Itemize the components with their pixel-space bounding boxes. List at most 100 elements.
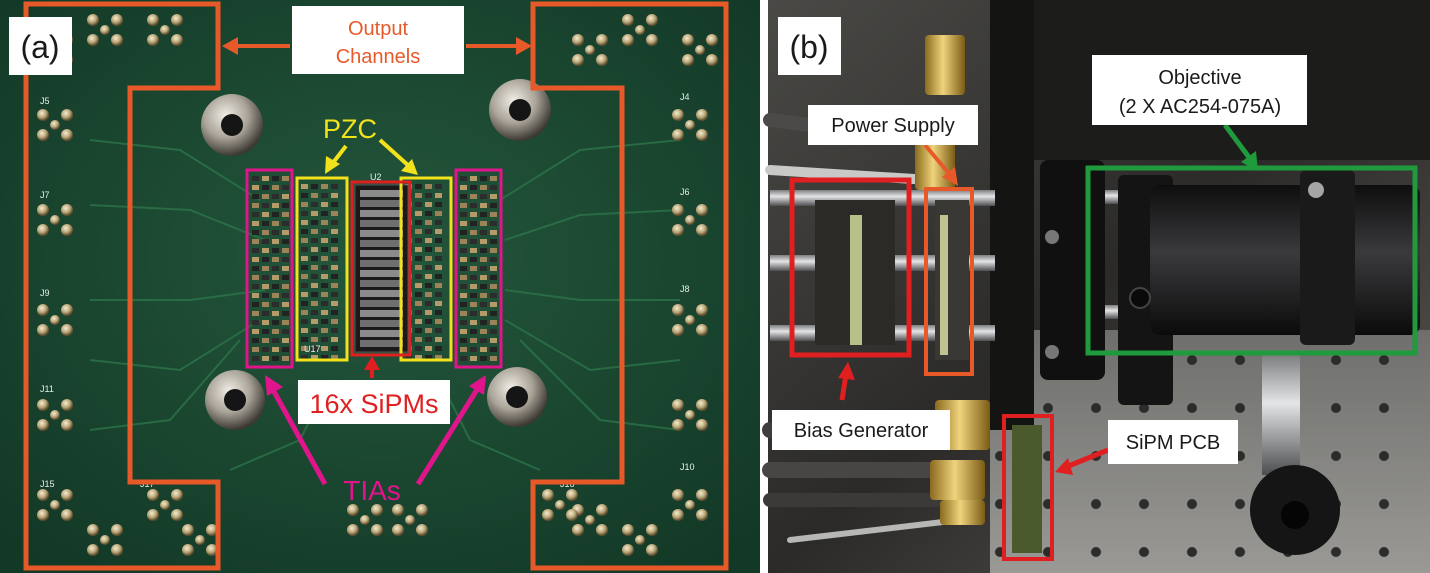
smd-component [331,337,338,342]
solder-pad [572,54,584,66]
smd-component [262,194,269,199]
solder-pad [147,489,159,501]
solder-pad [685,120,695,130]
silk-j9: J9 [40,288,50,298]
smd-component [311,292,318,297]
bench-hole [1235,547,1245,557]
smd-component [425,247,432,252]
smd-component [272,221,279,226]
tia-box-right [454,168,503,369]
smd-component [272,320,279,325]
smd-component [460,230,467,235]
output-channels-label: Output Channels [292,6,464,74]
smd-component [435,202,442,207]
smd-component [415,229,422,234]
smd-component [460,329,467,334]
smd-component [435,292,442,297]
solder-pad [555,500,565,510]
sipm-cell [360,230,403,237]
power-supply-arrow [923,143,958,186]
bench-hole [1091,403,1101,413]
smd-component [272,302,279,307]
smd-component [321,337,328,342]
silk-u2: U2 [370,172,382,182]
smd-component [272,239,279,244]
smd-component [252,248,259,253]
smd-component [331,319,338,324]
tia-box-left [245,168,294,369]
smd-component [311,220,318,225]
solder-pad [206,544,218,556]
smd-component [282,293,289,298]
smd-component [321,202,328,207]
smd-component [272,230,279,235]
solder-pad [695,45,705,55]
power-supply-label: Power Supply [808,105,978,145]
svg-text:16x SiPMs: 16x SiPMs [309,389,438,419]
smd-component [480,248,487,253]
bench-hole [1139,499,1149,509]
smd-component [331,346,338,351]
solder-pad [87,524,99,536]
solder-pad [147,14,159,26]
bench-hole [1331,355,1341,365]
smd-component [262,311,269,316]
smd-component [470,230,477,235]
smd-component [470,176,477,181]
smd-component [321,310,328,315]
solder-pad [685,215,695,225]
solder-pad [672,419,684,431]
right-channel-outline [530,1,729,571]
solder-pad [61,399,73,411]
smd-component [272,356,279,361]
solder-pad [50,215,60,225]
smd-component [470,338,477,343]
smd-component [301,184,308,189]
smd-component [425,301,432,306]
smd-component [425,184,432,189]
bench-hole [1187,355,1197,365]
smd-component [435,319,442,324]
smd-component [262,185,269,190]
smd-component [480,212,487,217]
smd-component [415,265,422,270]
smd-component [435,193,442,198]
smd-component [262,338,269,343]
bench-hole [1187,499,1197,509]
smd-component [490,194,497,199]
smd-component [470,221,477,226]
pzc-boxes [295,176,453,362]
smd-component [490,266,497,271]
sipm-cell [360,300,403,307]
smd-component [480,284,487,289]
smd-component [460,194,467,199]
smd-component [321,220,328,225]
smd-component [321,301,328,306]
smd-component [480,275,487,280]
standoff [201,94,263,156]
bench-hole [1091,499,1101,509]
smd-component [301,247,308,252]
solder-pad [566,509,578,521]
solder-pad [37,204,49,216]
bench-hole [1379,403,1389,413]
sipm-cell [360,310,403,317]
post [1262,355,1300,475]
pzc-label: PZC [323,114,377,144]
smd-component [301,193,308,198]
smd-component [272,203,279,208]
solder-pad [347,524,359,536]
smd-component [490,293,497,298]
sipm-pcb-label: SiPM PCB [1108,420,1238,464]
bench-hole [1043,403,1053,413]
smd-component [311,337,318,342]
smd-component [480,266,487,271]
smd-component [262,266,269,271]
smd-component [490,329,497,334]
smd-component [460,347,467,352]
smd-component [460,356,467,361]
panel-b-tag: (b) [778,17,841,75]
smd-component [301,310,308,315]
